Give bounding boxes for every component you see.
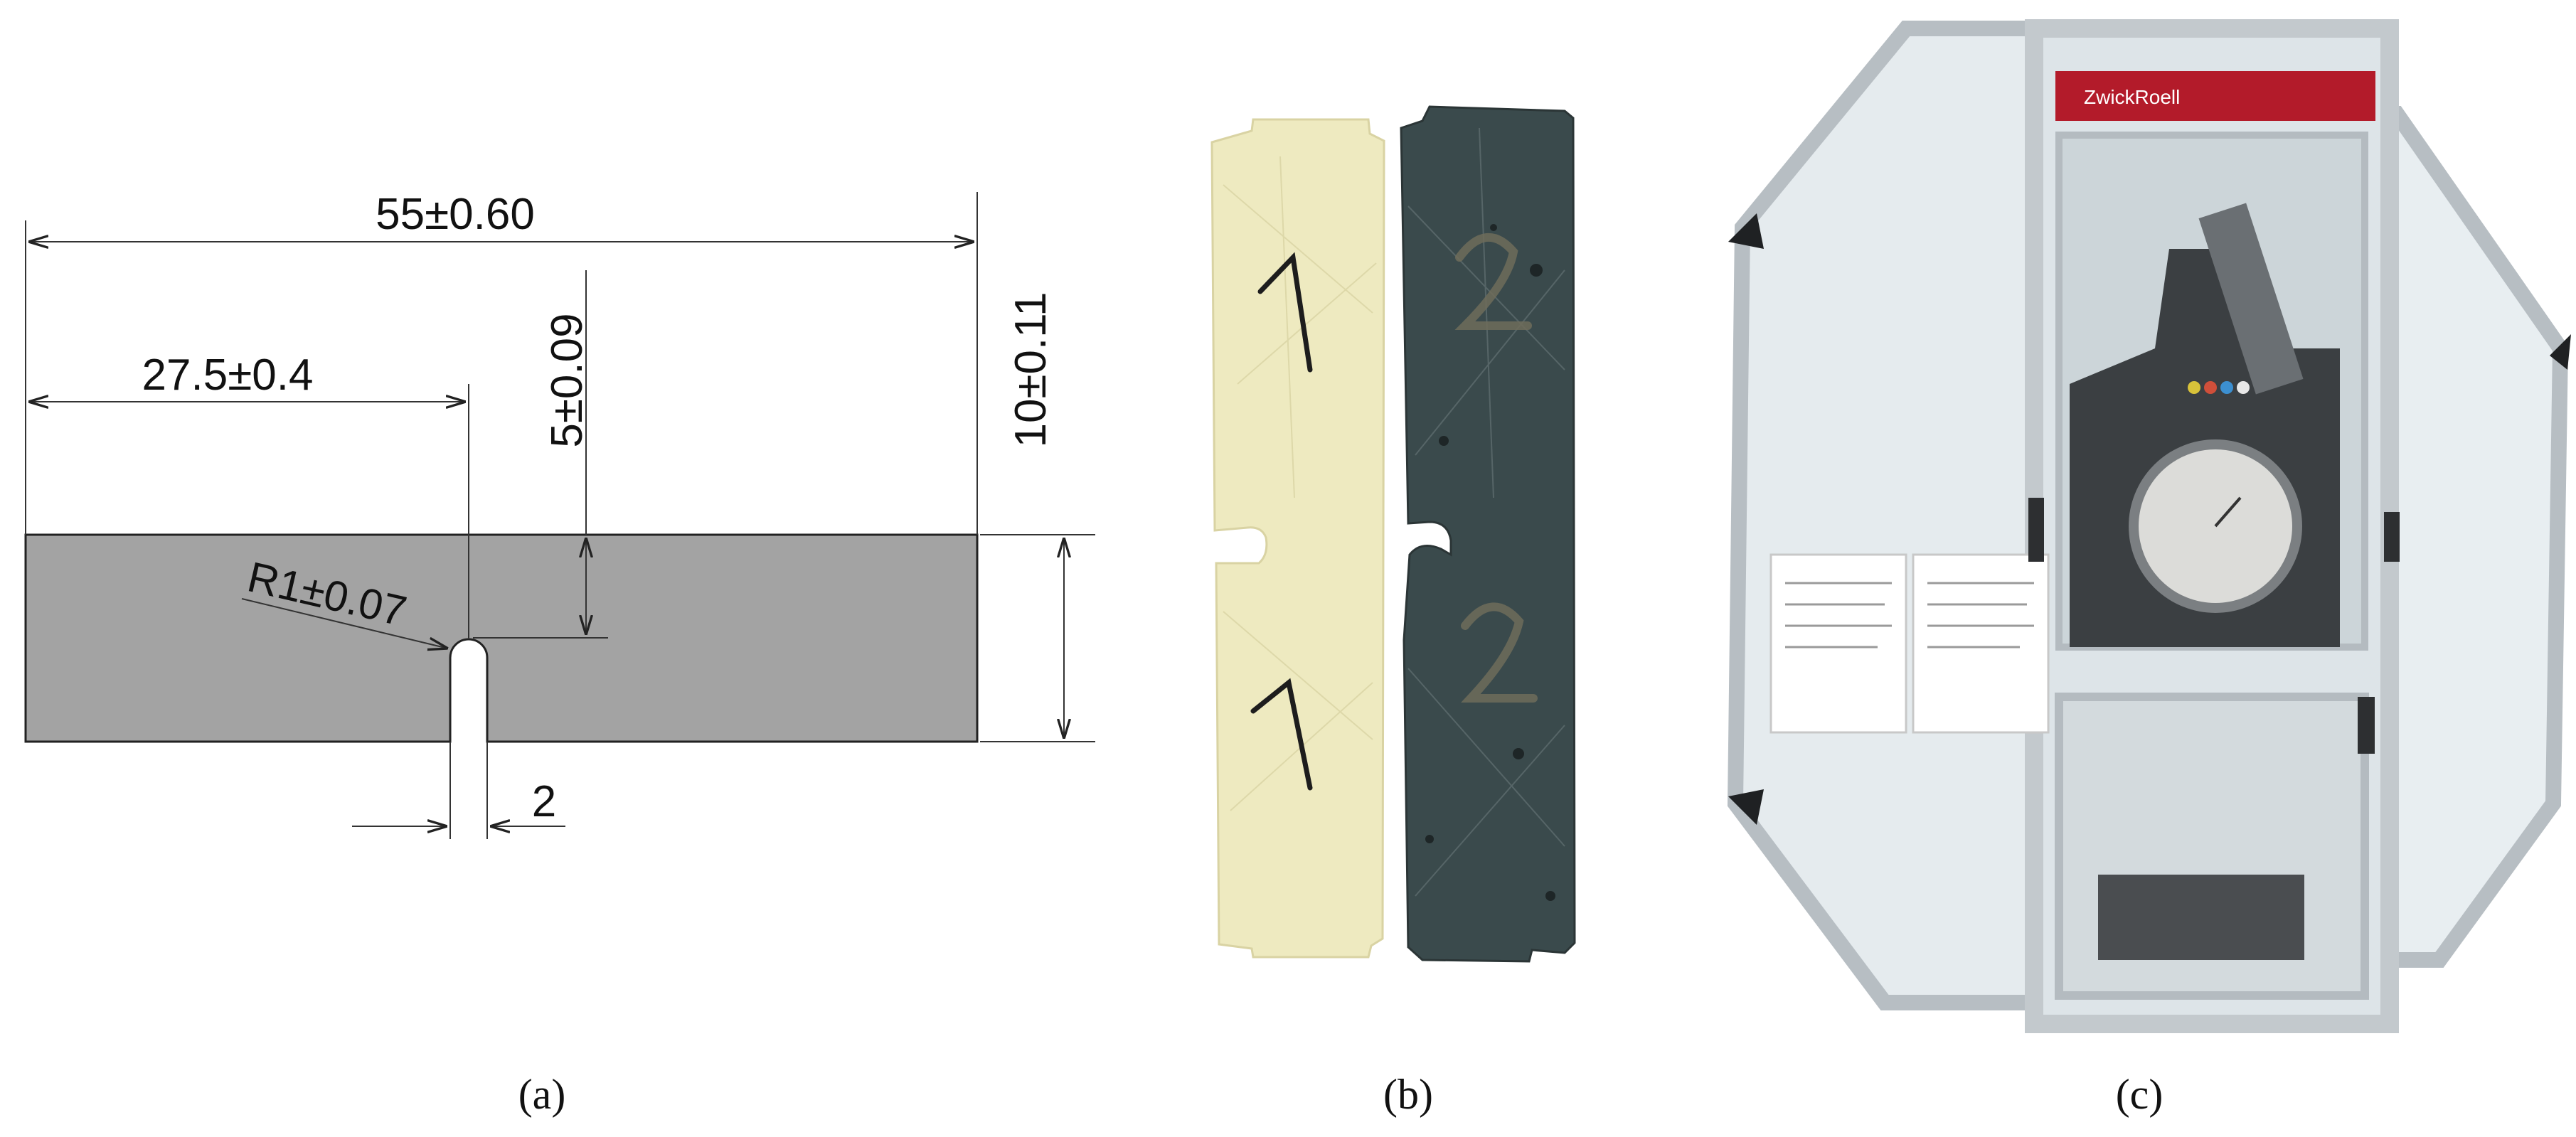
- caption-a: (a): [518, 1071, 566, 1118]
- specimen-2-mark-bottom: [1461, 602, 1538, 703]
- specimen-photo: 1: [1210, 105, 1576, 963]
- dial-needle: [2214, 496, 2242, 528]
- specimen-1-mark-bottom: [1250, 678, 1313, 791]
- indicator-lamps: [2188, 381, 2250, 394]
- specimen-2-pores: [1425, 224, 1555, 901]
- specimen-support: [2098, 875, 2304, 960]
- frame-corner-caps: [1728, 213, 2571, 825]
- specimen-2-texture: [1407, 127, 1565, 897]
- dim-line-radius: [241, 598, 448, 648]
- dim-notch-position: 27.5±0.4: [142, 351, 314, 400]
- caption-c: (c): [2115, 1071, 2163, 1118]
- specimen-drawing: 55±0.60 27.5±0.4 5±0.09 10±0.11 R1±0.07 …: [24, 190, 1095, 839]
- specimen-2-bar: [1400, 105, 1576, 963]
- pendulum-arm: [2198, 203, 2304, 395]
- dim-height: 10±0.11: [1006, 292, 1055, 447]
- caption-b: (b): [1383, 1071, 1433, 1118]
- info-sheet-left: [1769, 553, 1907, 734]
- right-latch: [2384, 512, 2400, 562]
- dim-notch-width: 2: [532, 777, 556, 826]
- specimen-2-mark-top: [1454, 233, 1532, 330]
- left-latch: [2028, 498, 2044, 562]
- brand-band: [2055, 71, 2375, 121]
- impact-tester-photo: ZwickRoell: [1727, 19, 2571, 1033]
- door-handle: [2358, 697, 2375, 754]
- right-wing-frame: [2375, 106, 2569, 968]
- brand-label: ZwickRoell: [2084, 86, 2180, 108]
- left-wing-frame: [1727, 21, 2042, 1010]
- info-sheet-right: [1912, 553, 2050, 734]
- dim-overall-length: 55±0.60: [376, 190, 535, 239]
- dim-notch-depth: 5±0.09: [543, 313, 592, 447]
- specimen-1-bar: [1210, 118, 1385, 959]
- info-sheet-text-lines: [1785, 582, 2034, 648]
- specimen-1-mark-top: [1257, 252, 1313, 373]
